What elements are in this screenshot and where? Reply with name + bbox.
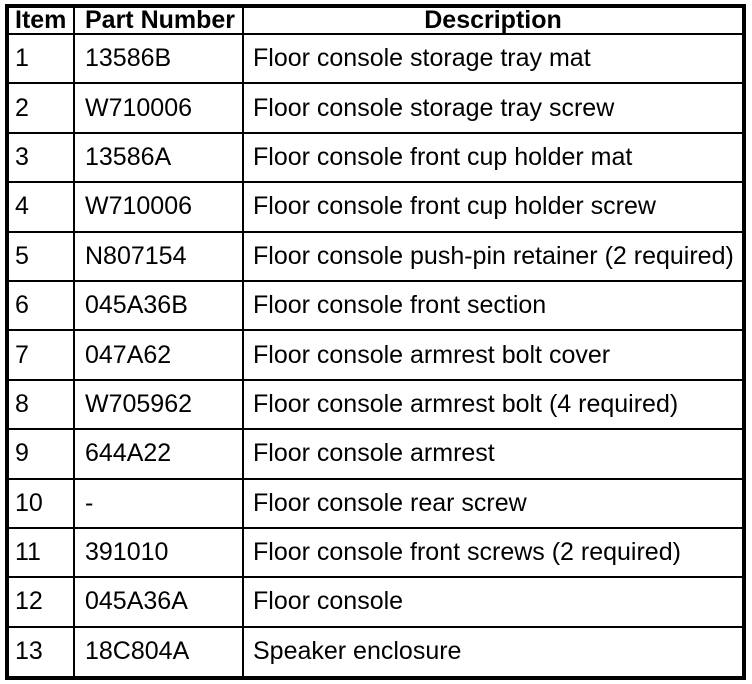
cell-item: 5 bbox=[6, 230, 75, 282]
cell-description: Floor console front screws (2 required) bbox=[242, 526, 745, 579]
table-row: 12 045A36A Floor console bbox=[6, 576, 745, 628]
cell-part-number: 13586B bbox=[73, 32, 244, 85]
cell-part-number: 045A36A bbox=[73, 576, 244, 628]
cell-description: Floor console bbox=[242, 576, 745, 628]
cell-description: Floor console armrest bolt cover bbox=[242, 329, 745, 381]
table-row: 4 W710006 Floor console front cup holder… bbox=[6, 181, 745, 233]
table-row: 10 - Floor console rear screw bbox=[6, 477, 745, 529]
table-row: 1 13586B Floor console storage tray mat bbox=[6, 32, 745, 85]
cell-part-number: W710006 bbox=[73, 82, 244, 134]
cell-description: Floor console armrest bbox=[242, 428, 745, 480]
cell-description: Speaker enclosure bbox=[242, 625, 745, 680]
cell-item: 7 bbox=[6, 329, 75, 381]
cell-description: Floor console front cup holder screw bbox=[242, 181, 745, 233]
cell-item: 10 bbox=[6, 477, 75, 529]
cell-part-number: N807154 bbox=[73, 230, 244, 282]
table-row: 11 391010 Floor console front screws (2 … bbox=[6, 526, 745, 579]
table-row: 13 18C804A Speaker enclosure bbox=[6, 625, 745, 680]
cell-description: Floor console front cup holder mat bbox=[242, 131, 745, 184]
table-row: 8 W705962 Floor console armrest bolt (4 … bbox=[6, 378, 745, 431]
cell-item: 4 bbox=[6, 181, 75, 233]
cell-description: Floor console push-pin retainer (2 requi… bbox=[242, 230, 745, 282]
column-header-part-number: Part Number bbox=[73, 5, 244, 35]
table-row: 7 047A62 Floor console armrest bolt cove… bbox=[6, 329, 745, 381]
cell-part-number: 13586A bbox=[73, 131, 244, 184]
cell-description: Floor console armrest bolt (4 required) bbox=[242, 378, 745, 431]
cell-item: 8 bbox=[6, 378, 75, 431]
cell-part-number: W710006 bbox=[73, 181, 244, 233]
table-row: 6 045A36B Floor console front section bbox=[6, 279, 745, 332]
cell-part-number: W705962 bbox=[73, 378, 244, 431]
cell-part-number: 644A22 bbox=[73, 428, 244, 480]
cell-item: 11 bbox=[6, 526, 75, 579]
column-header-description: Description bbox=[242, 5, 745, 35]
table-row: 3 13586A Floor console front cup holder … bbox=[6, 131, 745, 184]
cell-item: 13 bbox=[6, 625, 75, 680]
cell-part-number: 391010 bbox=[73, 526, 244, 579]
parts-table: Item Part Number Description 1 13586B Fl… bbox=[5, 4, 746, 680]
cell-item: 9 bbox=[6, 428, 75, 480]
cell-description: Floor console front section bbox=[242, 279, 745, 332]
cell-part-number: 045A36B bbox=[73, 279, 244, 332]
cell-description: Floor console rear screw bbox=[242, 477, 745, 529]
cell-item: 6 bbox=[6, 279, 75, 332]
column-header-item: Item bbox=[6, 5, 75, 35]
cell-description: Floor console storage tray mat bbox=[242, 32, 745, 85]
table-row: 2 W710006 Floor console storage tray scr… bbox=[6, 82, 745, 134]
table-row: 9 644A22 Floor console armrest bbox=[6, 428, 745, 480]
table-row: 5 N807154 Floor console push-pin retaine… bbox=[6, 230, 745, 282]
cell-item: 3 bbox=[6, 131, 75, 184]
cell-description: Floor console storage tray screw bbox=[242, 82, 745, 134]
cell-part-number: 18C804A bbox=[73, 625, 244, 680]
table-header-row: Item Part Number Description bbox=[6, 5, 745, 35]
cell-item: 12 bbox=[6, 576, 75, 628]
cell-part-number: - bbox=[73, 477, 244, 529]
cell-item: 1 bbox=[6, 32, 75, 85]
cell-item: 2 bbox=[6, 82, 75, 134]
cell-part-number: 047A62 bbox=[73, 329, 244, 381]
